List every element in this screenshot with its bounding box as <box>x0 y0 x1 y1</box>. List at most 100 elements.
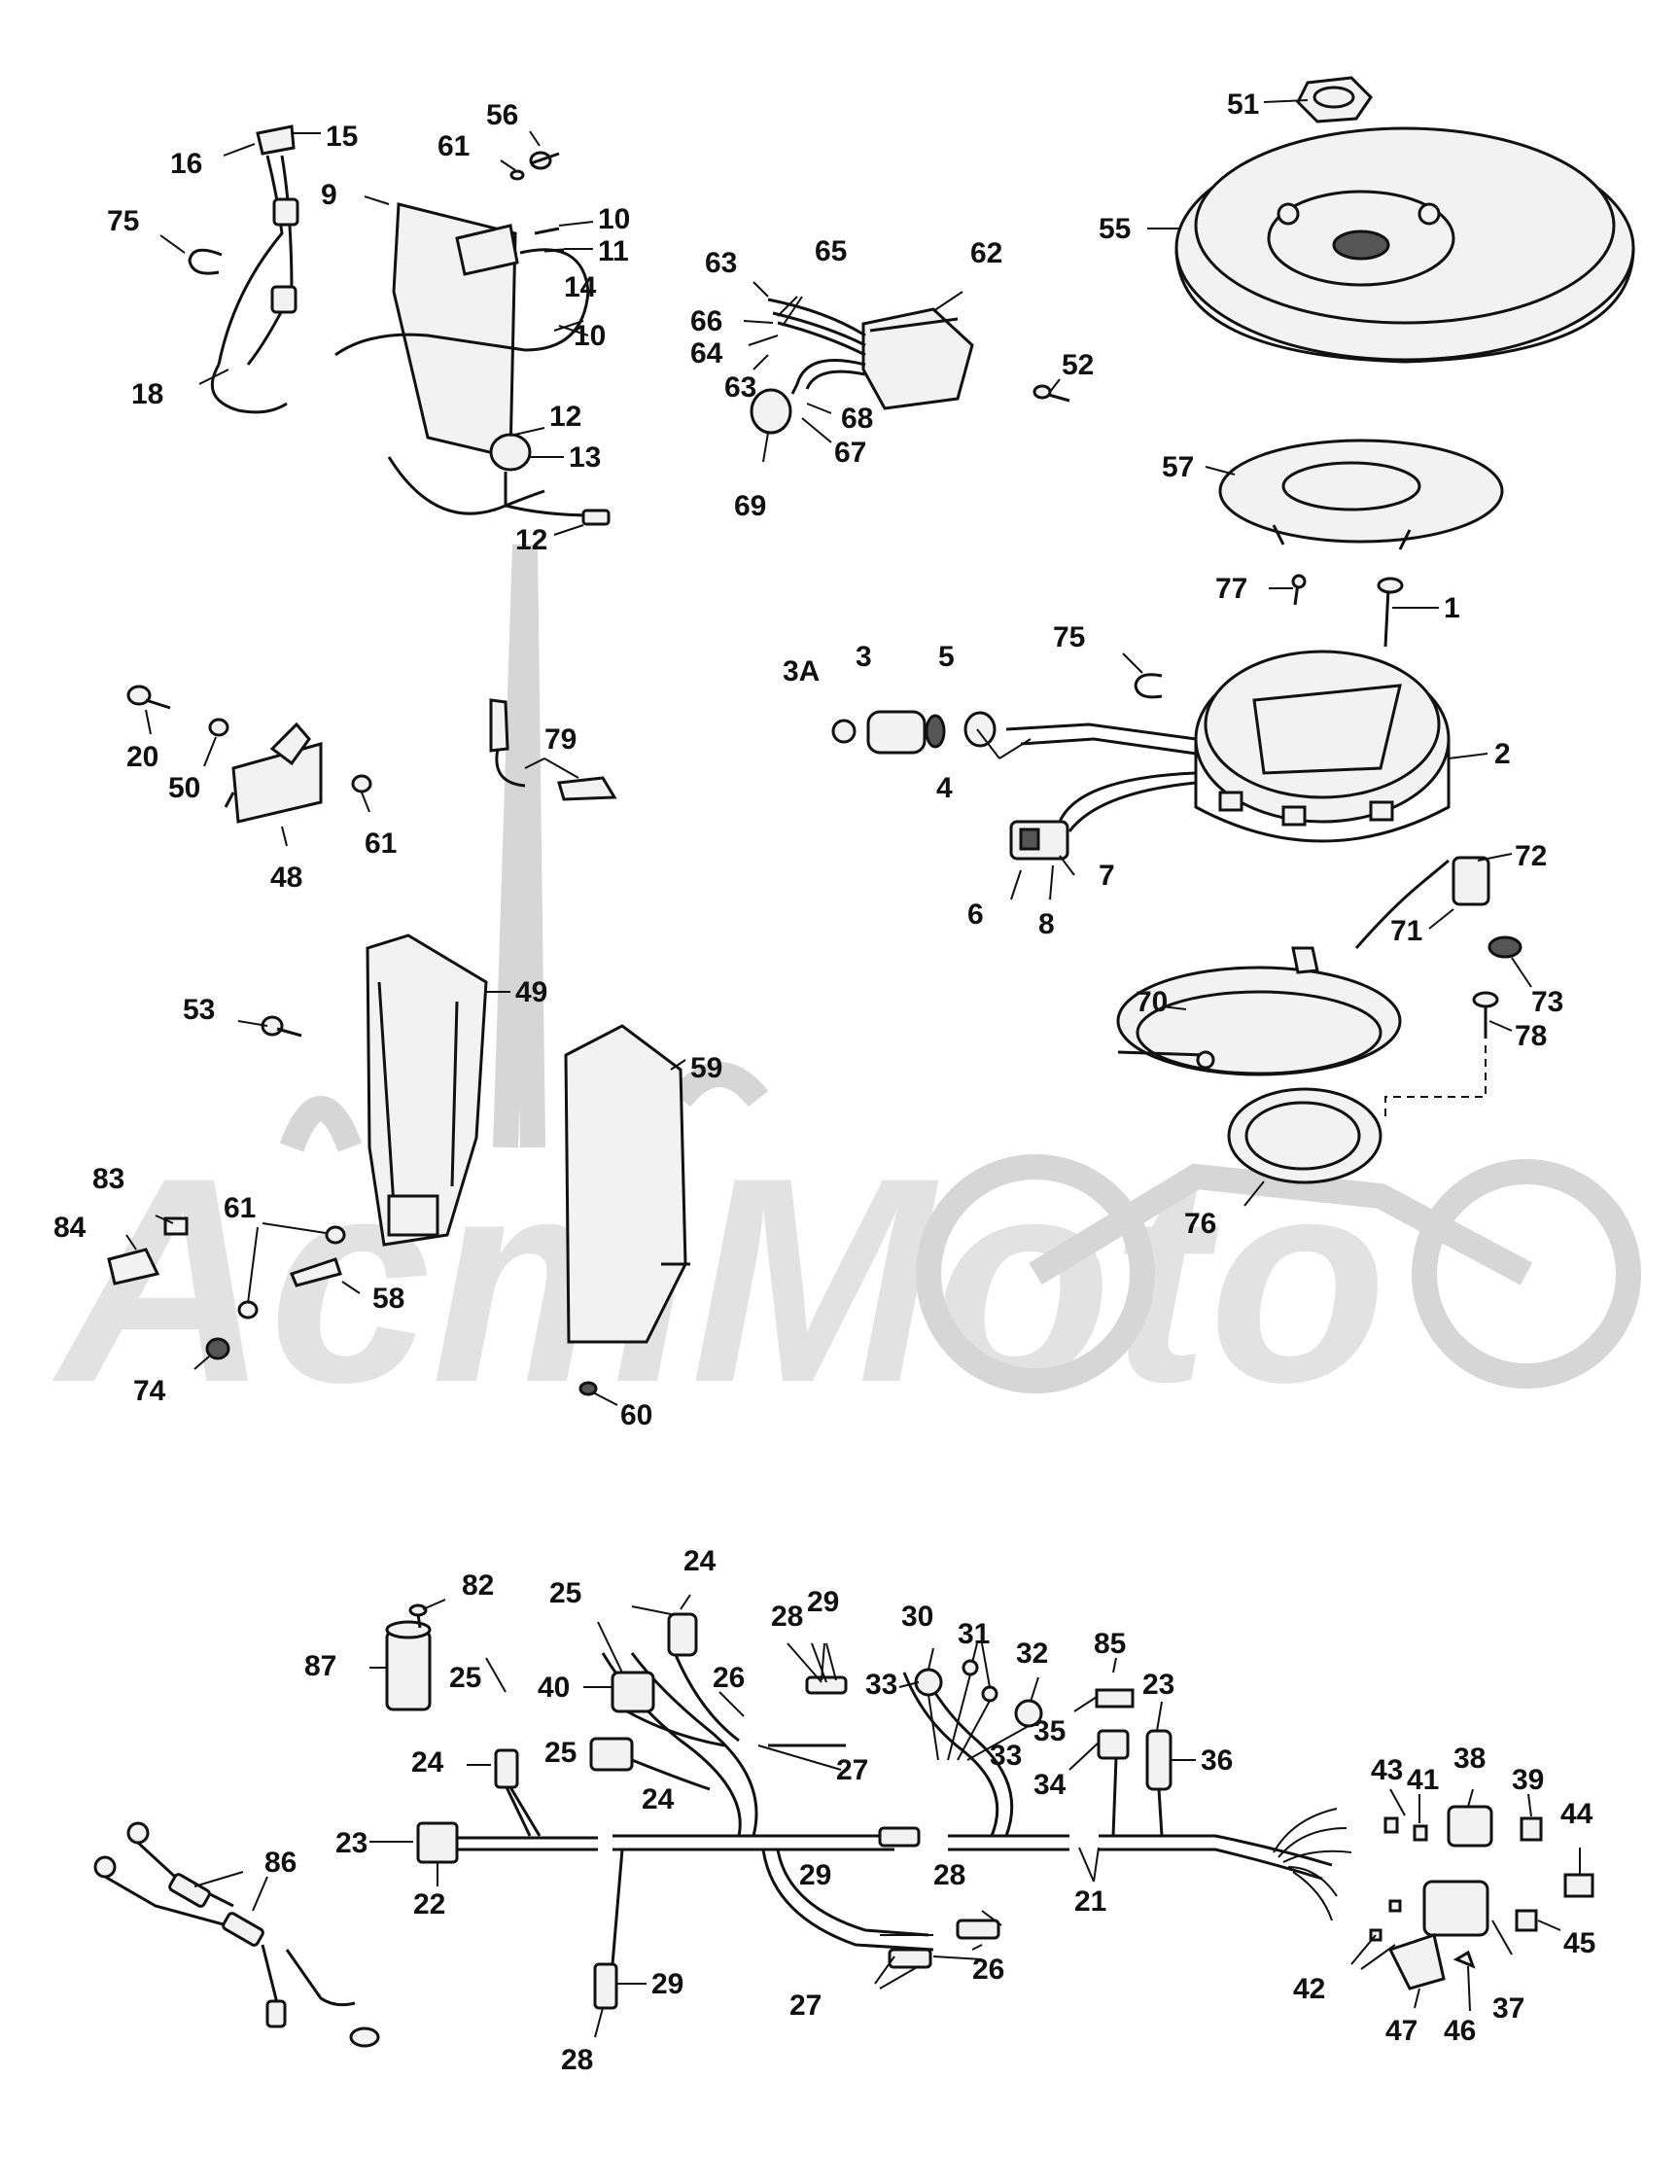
callout-9: 9 <box>321 179 337 211</box>
clip-75-left <box>188 248 223 275</box>
callout-16: 16 <box>170 148 202 180</box>
plate-76 <box>1227 1087 1382 1184</box>
callout-66: 66 <box>690 305 722 337</box>
callout-28-top: 28 <box>771 1601 803 1633</box>
stator <box>1194 650 1451 843</box>
callout-78: 78 <box>1515 1020 1547 1052</box>
watermark: AcmMoto <box>50 544 1641 1443</box>
stator-wiring <box>1005 722 1197 832</box>
callout-52: 52 <box>1062 349 1094 381</box>
callout-39: 39 <box>1512 1764 1544 1796</box>
callout-29-bottom: 29 <box>651 1968 683 2000</box>
callout-58: 58 <box>372 1283 404 1315</box>
callout-5: 5 <box>938 641 955 673</box>
callout-10-mid: 10 <box>574 320 606 352</box>
rectifier-leads <box>750 298 1070 435</box>
callout-26-top: 26 <box>713 1662 745 1694</box>
callout-21: 21 <box>1074 1885 1106 1918</box>
flywheel-nut <box>1296 76 1373 123</box>
coil-screw-56 <box>509 151 560 181</box>
spark-plug-wires-79 <box>489 698 617 801</box>
watermark-spire <box>493 544 545 1148</box>
callout-27-bottom: 27 <box>789 1990 822 2022</box>
screw-77 <box>1291 574 1307 606</box>
callout-61-top: 61 <box>438 130 470 162</box>
callout-55: 55 <box>1099 213 1131 245</box>
callout-64: 64 <box>690 337 723 370</box>
callout-13: 13 <box>569 441 601 474</box>
callout-63-top: 63 <box>705 247 737 279</box>
callout-48: 48 <box>270 862 302 894</box>
watermark-text: AcmMoto <box>50 1116 1387 1443</box>
callout-70: 70 <box>1136 986 1168 1018</box>
watermark-wheel-front <box>916 1154 1155 1393</box>
callout-68: 68 <box>841 403 873 435</box>
screw-53 <box>261 1015 302 1038</box>
callout-86: 86 <box>264 1847 297 1879</box>
callout-24-mid: 24 <box>642 1783 675 1815</box>
callout-49: 49 <box>515 976 547 1008</box>
callout-36: 36 <box>1201 1744 1233 1777</box>
screw-82 <box>408 1603 428 1629</box>
connector-6-8 <box>1009 820 1069 861</box>
callout-59: 59 <box>690 1052 722 1084</box>
callout-2: 2 <box>1494 738 1511 770</box>
callout-72: 72 <box>1515 840 1547 872</box>
callout-45: 45 <box>1563 1927 1595 1959</box>
callout-27-top: 27 <box>836 1754 868 1786</box>
harness-connectors <box>416 1612 1172 2010</box>
coil-48 <box>224 722 323 824</box>
callout-79: 79 <box>544 723 577 756</box>
callout-28-mid: 28 <box>933 1859 965 1891</box>
callout-44: 44 <box>1560 1798 1593 1830</box>
callout-28-bottom: 28 <box>561 2044 593 2076</box>
callout-24-top: 24 <box>683 1545 717 1577</box>
callout-42: 42 <box>1293 1973 1325 2005</box>
stud-58 <box>289 1225 346 1287</box>
callout-41: 41 <box>1407 1764 1439 1796</box>
callout-67: 67 <box>834 437 866 469</box>
callout-29-mid: 29 <box>799 1859 831 1891</box>
callout-75-coil: 75 <box>107 205 139 237</box>
battery-cables-86 <box>93 1821 380 2048</box>
callout-30: 30 <box>901 1601 933 1633</box>
callout-26-bottom: 26 <box>972 1954 1004 1986</box>
callout-11: 11 <box>598 235 629 267</box>
callout-46: 46 <box>1444 2015 1476 2047</box>
callout-6: 6 <box>967 898 984 931</box>
callout-3a: 3A <box>783 655 820 687</box>
callout-77: 77 <box>1215 573 1247 605</box>
screw-60 <box>578 1381 598 1396</box>
callout-85: 85 <box>1094 1628 1126 1660</box>
screw-78 <box>1384 991 1499 1118</box>
callout-23-left: 23 <box>335 1827 368 1859</box>
callout-50: 50 <box>168 772 200 804</box>
callout-15: 15 <box>326 121 358 153</box>
callout-4: 4 <box>936 772 953 804</box>
watermark-wheel-rear <box>1412 1159 1641 1389</box>
callout-76: 76 <box>1184 1208 1216 1240</box>
callout-75-stator: 75 <box>1053 621 1085 653</box>
clip-75 <box>1134 673 1163 699</box>
callout-65: 65 <box>815 235 847 267</box>
callout-20: 20 <box>126 741 158 773</box>
callout-7: 7 <box>1099 860 1115 892</box>
watermark-bike-frame <box>1029 1163 1533 1286</box>
callout-73: 73 <box>1531 986 1563 1018</box>
callout-31: 31 <box>958 1618 990 1650</box>
callout-12-bottom: 12 <box>515 524 547 556</box>
callout-1: 1 <box>1444 592 1460 624</box>
connector-3 <box>831 710 997 755</box>
callout-24-left: 24 <box>411 1746 444 1779</box>
callout-33-bottom: 33 <box>990 1740 1022 1772</box>
callout-34: 34 <box>1033 1769 1067 1801</box>
callout-3: 3 <box>856 641 872 673</box>
nut-61-74 <box>205 1300 259 1360</box>
ignition-coil <box>334 202 590 515</box>
callout-57: 57 <box>1162 451 1194 483</box>
callout-25-left: 25 <box>449 1662 481 1694</box>
callout-87: 87 <box>304 1650 336 1682</box>
callout-51: 51 <box>1227 88 1259 121</box>
watermark-domes <box>279 1062 769 1152</box>
flywheel <box>1174 126 1635 364</box>
